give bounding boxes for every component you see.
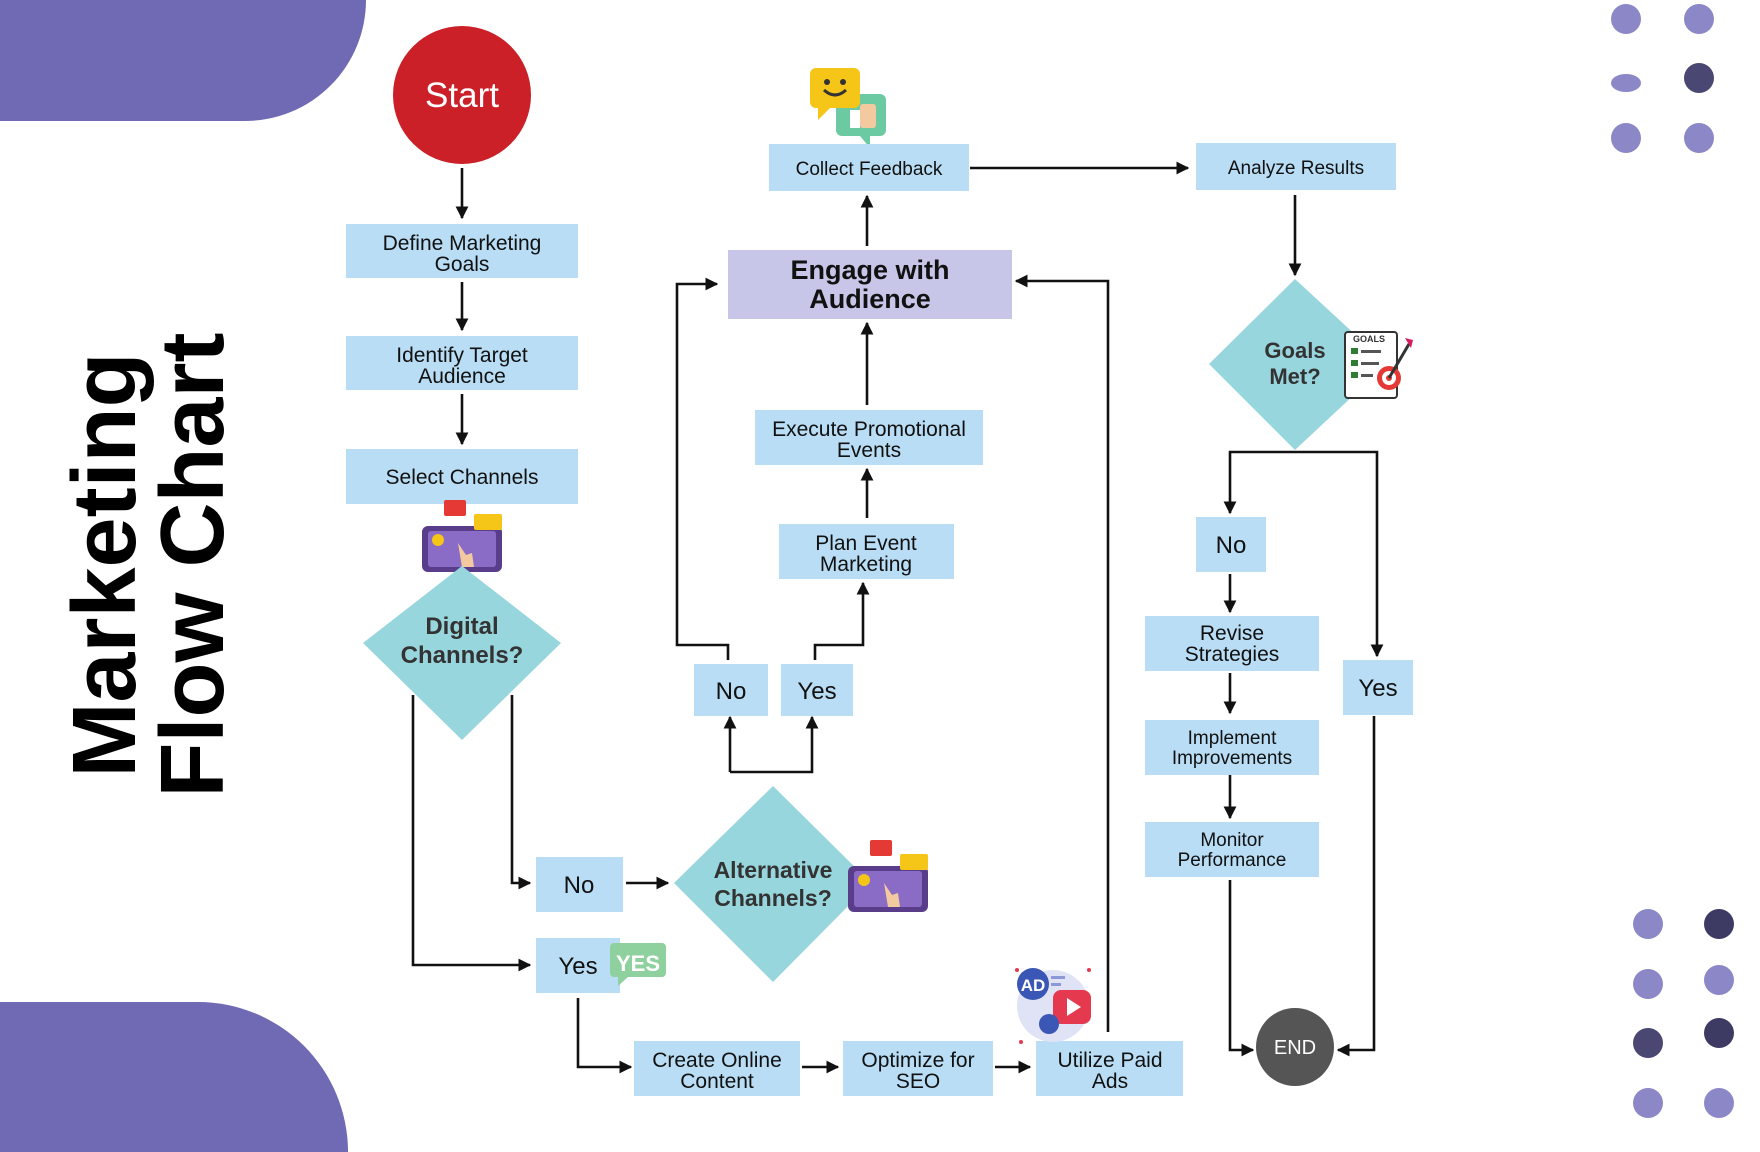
collect-feedback-label: Collect Feedback [796,159,943,180]
create-content-box: Create Online Content [634,1041,800,1096]
goals-yes-label: Yes [1358,675,1397,702]
alt-yes-label: Yes [797,678,836,705]
paid-ads-box: Utilize Paid Ads [1036,1041,1183,1096]
decorative-dot [1704,1018,1734,1048]
digital-no-label: No [564,872,595,899]
decorative-dot [1684,63,1714,93]
decorative-dot [1611,74,1641,92]
tablet-touch-icon [422,500,502,572]
decorative-dot [1611,4,1641,34]
optimize-seo-line-1: Optimize for [861,1049,974,1072]
select-channels-label: Select Channels [386,466,539,489]
connectors [411,161,1384,1074]
title-line-1: Marketing [55,352,155,777]
identify-audience-line-2: Audience [418,365,506,388]
goals-met-line-2: Met? [1269,364,1320,389]
digital-no-box: No [536,857,623,912]
goals-met-line-1: Goals [1264,338,1325,363]
goals-no-label: No [1216,532,1247,559]
digital-channels-line-2: Channels? [401,642,524,669]
define-goals-line-1: Define Marketing [383,232,542,255]
create-content-line-1: Create Online [652,1049,782,1072]
revise-line-1: Revise [1200,622,1264,645]
identify-audience-box: Identify Target Audience [346,336,578,390]
monitor-line-1: Monitor [1200,830,1264,851]
alternative-channels-line-2: Channels? [714,885,832,911]
define-goals-box: Define Marketing Goals [346,224,578,278]
decorative-dot [1704,965,1734,995]
revise-line-2: Strategies [1185,643,1280,666]
digital-channels-decision: Digital Channels? [363,566,561,740]
alt-no-label: No [716,678,747,705]
paid-ads-line-2: Ads [1092,1070,1128,1093]
alternative-channels-decision: Alternative Channels? [674,786,871,982]
optimize-seo-line-2: SEO [896,1070,940,1093]
decorative-dot [1684,123,1714,153]
implement-line-2: Improvements [1172,748,1292,769]
feedback-chat-icon [810,68,886,148]
goals-yes-box: Yes [1343,660,1413,715]
decorative-dot [1611,123,1641,153]
implement-line-1: Implement [1188,728,1277,749]
plan-event-line-1: Plan Event [815,532,917,555]
alternative-channels-line-1: Alternative [714,857,833,883]
optimize-seo-box: Optimize for SEO [843,1041,993,1096]
monitor-performance-box: Monitor Performance [1145,822,1319,877]
decorative-dot [1633,1088,1663,1118]
end-node: END [1256,1008,1334,1086]
decorative-dot [1704,909,1734,939]
digital-yes-label: Yes [558,953,597,980]
define-goals-line-2: Goals [435,253,490,276]
execute-events-line-2: Events [837,439,901,462]
plan-event-line-2: Marketing [820,553,912,576]
start-label: Start [425,76,499,115]
engage-audience-box: Engage with Audience [728,250,1012,319]
revise-strategies-box: Revise Strategies [1145,616,1319,671]
execute-events-box: Execute Promotional Events [755,410,983,465]
alt-no-box: No [694,664,768,716]
analyze-results-box: Analyze Results [1196,143,1396,190]
digital-channels-line-1: Digital [425,613,498,640]
identify-audience-line-1: Identify Target [396,344,528,367]
ad-icon-label: AD [1021,976,1046,995]
engage-line-1: Engage with [790,255,949,285]
yes-badge-label: YES [616,951,660,976]
plan-event-box: Plan Event Marketing [779,524,954,579]
analyze-results-label: Analyze Results [1228,158,1364,179]
decorative-dot [1704,1088,1734,1118]
paid-ads-line-1: Utilize Paid [1057,1049,1162,1072]
goals-target-icon: GOALS [1344,331,1413,399]
monitor-line-2: Performance [1178,850,1287,871]
execute-events-line-1: Execute Promotional [772,418,966,441]
goals-no-box: No [1196,517,1266,572]
goals-icon-label: GOALS [1353,334,1385,344]
yes-badge-icon: YES [610,943,666,986]
decorative-dot [1633,969,1663,999]
video-ad-icon: AD [1015,968,1091,1044]
digital-yes-box: Yes [536,938,620,993]
select-channels-box: Select Channels [346,449,578,504]
decorative-dot [1633,1028,1663,1058]
title-line-2: Flow Chart [143,333,243,798]
start-node: Start [393,26,531,164]
create-content-line-2: Content [680,1070,754,1093]
alt-yes-box: Yes [781,664,853,716]
tablet-touch-icon-2 [848,840,928,912]
page-title: Marketing Flow Chart [50,330,243,800]
end-label: END [1274,1037,1316,1059]
decorative-dot [1684,4,1714,34]
decorative-blob-top [0,0,366,121]
engage-line-2: Audience [809,284,931,314]
implement-improvements-box: Implement Improvements [1145,720,1319,775]
goals-met-decision: Goals Met? [1209,279,1387,450]
collect-feedback-box: Collect Feedback [769,144,969,191]
decorative-dot [1633,909,1663,939]
